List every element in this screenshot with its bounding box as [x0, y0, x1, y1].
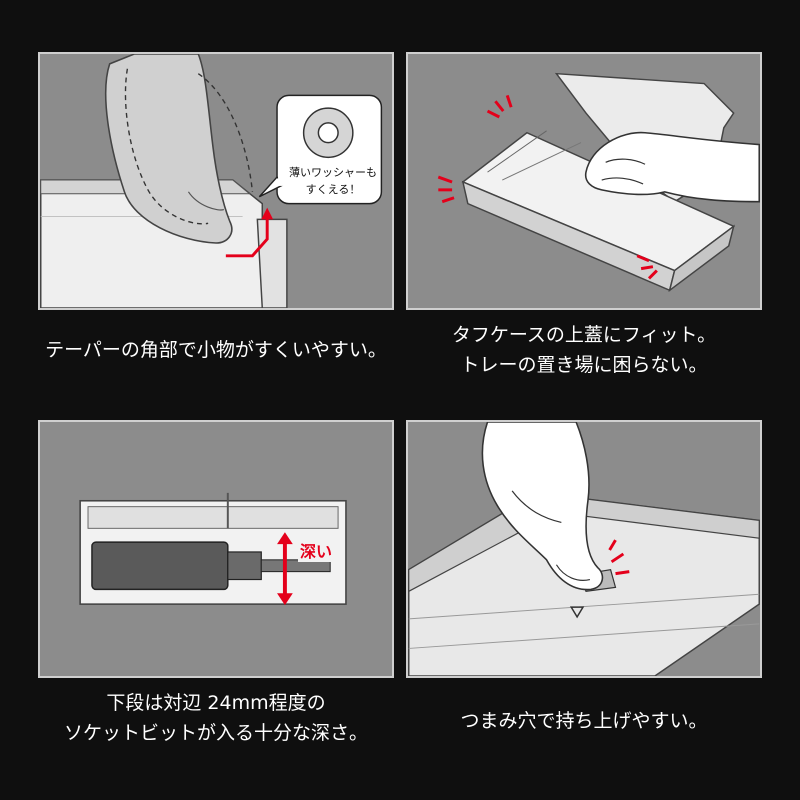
panel-scoop: 薄いワッシャーも すくえる！: [38, 52, 394, 310]
callout-line: すくえる！: [305, 183, 361, 196]
depth-illustration: [79, 492, 347, 606]
depth-label: 深い: [298, 538, 335, 562]
arrow-up-icon: [225, 207, 274, 258]
hand-icon: [584, 131, 760, 203]
lift-illustration: [408, 422, 760, 676]
caption-line: タフケースの上蓋にフィット。: [451, 324, 717, 346]
caption-line: ソケットビットが入る十分な深さ。: [63, 722, 368, 744]
panel-lift: [406, 420, 762, 678]
caption-line: つまみ穴で持ち上げやすい。: [460, 710, 708, 732]
caption-depth: 下段は対辺 24mm程度の ソケットビットが入る十分な深さ。: [38, 688, 394, 748]
finger-icon: [104, 54, 254, 244]
caption-scoop: テーパーの角部で小物がすくいやすい。: [38, 335, 394, 365]
callout-bubble: [258, 94, 383, 205]
hand-icon: [481, 422, 604, 591]
fit-mark-icon: [437, 94, 658, 280]
socket-bit-icon: [91, 541, 331, 591]
caption-line: トレーの置き場に困らない。: [460, 354, 708, 376]
panel-depth: 深い: [38, 420, 394, 678]
triangle-mark-icon: [569, 606, 585, 619]
double-arrow-icon: [277, 532, 293, 606]
caption-line: テーパーの角部で小物がすくいやすい。: [45, 339, 387, 361]
caption-line: 下段は対辺 24mm程度の: [106, 692, 326, 714]
callout-text: 薄いワッシャーも すくえる！: [280, 164, 386, 198]
lid-fit-illustration: [437, 72, 760, 293]
scoop-illustration: [40, 54, 383, 308]
caption-lift: つまみ穴で持ち上げやすい。: [406, 706, 762, 736]
panel-lid-fit: [406, 52, 762, 310]
motion-mark-icon: [608, 539, 630, 576]
washer-icon: [302, 107, 354, 159]
callout-line: 薄いワッシャーも: [289, 166, 377, 179]
caption-lid-fit: タフケースの上蓋にフィット。 トレーの置き場に困らない。: [406, 320, 762, 380]
